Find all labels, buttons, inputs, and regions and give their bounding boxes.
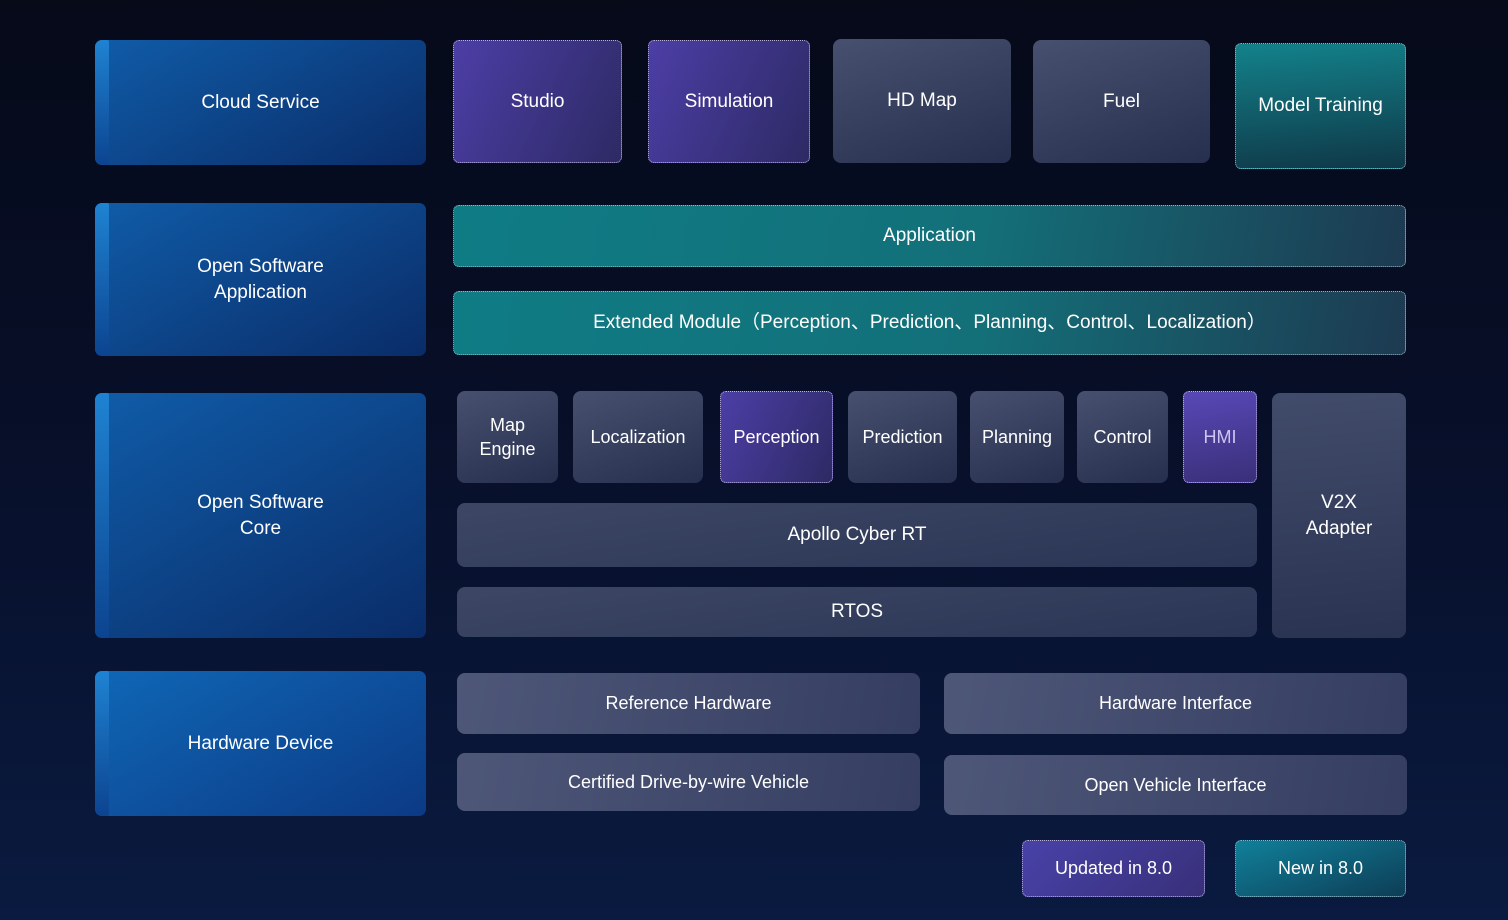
accent-stripe bbox=[95, 671, 109, 816]
control-box: Control bbox=[1077, 391, 1168, 483]
perception-label: Perception bbox=[733, 426, 820, 447]
planning-label: Planning bbox=[981, 426, 1053, 447]
accent-stripe bbox=[95, 393, 109, 638]
hmi-label: HMI bbox=[1203, 426, 1237, 447]
model-training-label: Model Training bbox=[1258, 95, 1383, 117]
application-label: Application bbox=[883, 225, 976, 247]
certified-drive-by-wire-vehicle-box: Certified Drive-by-wire Vehicle bbox=[457, 753, 920, 811]
reference-hardware-label: Reference Hardware bbox=[605, 693, 772, 714]
open-vehicle-interface-label: Open Vehicle Interface bbox=[1084, 774, 1267, 795]
simulation-label: Simulation bbox=[684, 90, 774, 112]
fuel-label: Fuel bbox=[1103, 90, 1140, 112]
localization-box: Localization bbox=[573, 391, 703, 483]
rtos-box: RTOS bbox=[457, 587, 1257, 637]
rtos-label: RTOS bbox=[830, 601, 884, 623]
legend-updated-in-8-label: Updated in 8.0 bbox=[1054, 858, 1173, 879]
map-engine-label: Map Engine bbox=[479, 414, 536, 459]
studio-label: Studio bbox=[510, 90, 565, 112]
model-training-box: Model Training bbox=[1235, 43, 1406, 169]
prediction-label: Prediction bbox=[862, 426, 943, 447]
open-software-core-label: Open Software Core bbox=[197, 491, 324, 539]
legend-new-in-8-label: New in 8.0 bbox=[1277, 858, 1364, 879]
open-software-application-label: Open Software Application bbox=[197, 255, 324, 303]
prediction-box: Prediction bbox=[848, 391, 957, 483]
hardware-interface-label: Hardware Interface bbox=[1098, 693, 1253, 714]
hardware-device-block: Hardware Device bbox=[95, 671, 426, 816]
open-software-application-block: Open Software Application bbox=[95, 203, 426, 356]
accent-stripe bbox=[95, 203, 109, 356]
open-vehicle-interface-box: Open Vehicle Interface bbox=[944, 755, 1407, 815]
planning-box: Planning bbox=[970, 391, 1064, 483]
apollo-cyber-rt-label: Apollo Cyber RT bbox=[787, 524, 927, 546]
reference-hardware-box: Reference Hardware bbox=[457, 673, 920, 734]
map-engine-box: Map Engine bbox=[457, 391, 558, 483]
extended-module-label: Extended Module（Perception、Prediction、Pl… bbox=[593, 312, 1266, 334]
studio-box: Studio bbox=[453, 40, 622, 163]
control-label: Control bbox=[1093, 426, 1152, 447]
legend-new-in-8-box: New in 8.0 bbox=[1235, 840, 1406, 897]
extended-module-box: Extended Module（Perception、Prediction、Pl… bbox=[453, 291, 1406, 355]
v2x-adapter-box: V2X Adapter bbox=[1272, 393, 1406, 638]
legend-updated-in-8-box: Updated in 8.0 bbox=[1022, 840, 1205, 897]
accent-stripe bbox=[95, 40, 109, 165]
hardware-interface-box: Hardware Interface bbox=[944, 673, 1407, 734]
localization-label: Localization bbox=[590, 426, 686, 447]
hd-map-label: HD Map bbox=[887, 90, 957, 112]
fuel-box: Fuel bbox=[1033, 40, 1210, 163]
hd-map-box: HD Map bbox=[833, 39, 1011, 163]
application-box: Application bbox=[453, 205, 1406, 267]
cloud-service-block: Cloud Service bbox=[95, 40, 426, 165]
apollo-cyber-rt-box: Apollo Cyber RT bbox=[457, 503, 1257, 567]
open-software-core-block: Open Software Core bbox=[95, 393, 426, 638]
certified-drive-by-wire-vehicle-label: Certified Drive-by-wire Vehicle bbox=[567, 771, 810, 792]
v2x-adapter-label: V2X Adapter bbox=[1305, 491, 1373, 539]
cloud-service-label: Cloud Service bbox=[201, 91, 320, 113]
hardware-device-label: Hardware Device bbox=[187, 732, 334, 754]
perception-box: Perception bbox=[720, 391, 833, 483]
simulation-box: Simulation bbox=[648, 40, 810, 163]
hmi-box: HMI bbox=[1183, 391, 1257, 483]
